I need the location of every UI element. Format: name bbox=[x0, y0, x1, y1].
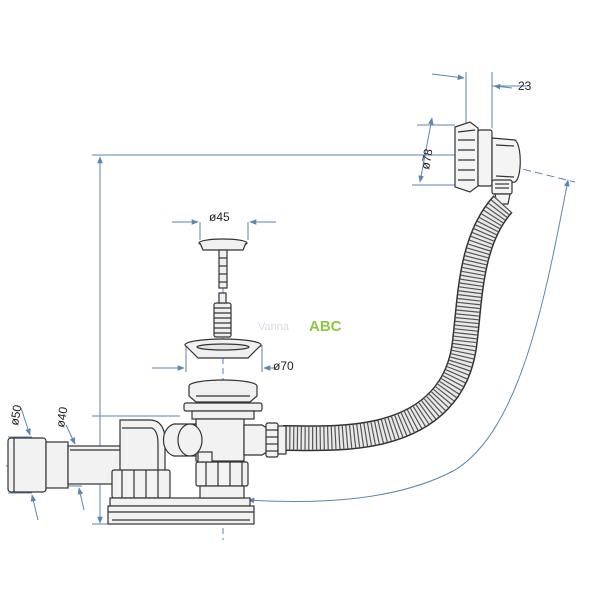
dim-45-label: ø45 bbox=[209, 210, 230, 224]
watermark-faint-text: Vanna bbox=[258, 321, 290, 333]
flexible-hose bbox=[282, 195, 514, 452]
plug-spring bbox=[213, 292, 232, 338]
drain-flange bbox=[183, 379, 263, 420]
trap-body bbox=[7, 418, 287, 525]
plug-cap bbox=[198, 238, 248, 289]
watermark-brand-text: ABC bbox=[309, 318, 342, 335]
watermark: Vanna ABC bbox=[258, 318, 342, 335]
overflow-head bbox=[454, 121, 521, 205]
dim-78-label: ø78 bbox=[418, 147, 435, 170]
drain-grille bbox=[184, 338, 262, 359]
dimension-labels: 23 ø78 ø45 ø70 ø50 ø40 bbox=[7, 79, 532, 429]
dim-23-label: 23 bbox=[518, 79, 532, 93]
dim-40-label: ø40 bbox=[53, 405, 70, 428]
dim-70-label: ø70 bbox=[273, 359, 294, 373]
dim-50-label: ø50 bbox=[7, 403, 24, 426]
